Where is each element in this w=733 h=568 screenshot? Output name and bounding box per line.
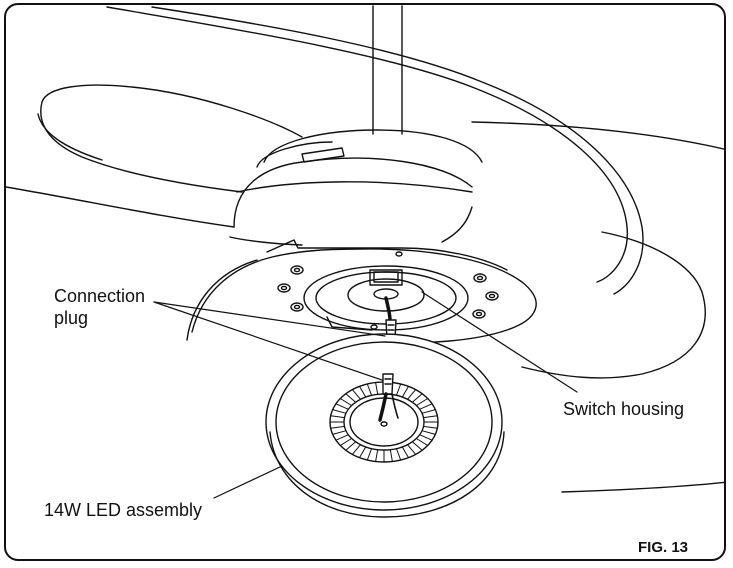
heatsink-fin	[351, 389, 361, 400]
led-heatsink-fins	[329, 381, 439, 463]
heatsink-fin	[359, 385, 367, 398]
led-assembly-label: 14W LED assembly	[44, 500, 203, 520]
motor-plate	[186, 239, 537, 344]
heatsink-fin	[401, 385, 409, 398]
heatsink-fin	[359, 446, 367, 459]
connection-plug-label-line2: plug	[54, 308, 89, 328]
heatsink-fin	[407, 444, 417, 455]
heatsink-fin	[407, 389, 417, 400]
fan-blade-left	[6, 84, 303, 228]
fan-illustration	[6, 5, 724, 518]
heatsink-fin	[401, 446, 409, 459]
figure-frame: Connection plug Switch housing 14W LED a…	[4, 3, 726, 561]
heatsink-fin	[332, 430, 347, 435]
heatsink-fin	[415, 438, 429, 446]
led-assembly-part	[265, 333, 505, 518]
heatsink-fin	[419, 403, 433, 410]
heatsink-fin	[339, 438, 353, 446]
heatsink-fin	[366, 448, 373, 461]
screw-holes	[277, 251, 499, 330]
heatsink-fin	[335, 403, 349, 410]
connection-plug-label-line1: Connection	[54, 286, 146, 306]
heatsink-fin	[423, 425, 438, 429]
heatsink-fin	[421, 430, 436, 435]
fan-blade-right	[471, 121, 724, 493]
heatsink-fin	[345, 393, 357, 403]
led-plug	[378, 373, 399, 422]
heatsink-fin	[345, 441, 357, 451]
heatsink-fin	[330, 415, 345, 419]
connection-plug-label: Connection plug	[54, 285, 145, 329]
heatsink-fin	[423, 415, 438, 419]
heatsink-fin	[351, 444, 361, 455]
heatsink-fin	[395, 448, 402, 461]
heatsink-fin	[339, 398, 353, 406]
heatsink-fin	[415, 398, 429, 406]
heatsink-fin	[411, 393, 423, 403]
heatsink-fin	[375, 382, 379, 395]
switch-housing-label: Switch housing	[563, 399, 685, 419]
heatsink-fin	[395, 383, 402, 396]
heatsink-fin	[335, 434, 349, 441]
heatsink-fin	[419, 434, 433, 441]
heatsink-fin	[366, 383, 373, 396]
motor-housing	[229, 129, 483, 246]
heatsink-fin	[330, 425, 345, 429]
heatsink-fin	[421, 409, 436, 414]
figure-number: FIG. 13	[638, 539, 689, 556]
fan-blade-top	[106, 6, 644, 295]
downrod	[372, 5, 403, 135]
heatsink-fin	[332, 409, 347, 414]
heatsink-fin	[389, 449, 393, 462]
heatsink-fin	[411, 441, 423, 451]
leader-lines	[153, 291, 578, 499]
heatsink-fin	[375, 449, 379, 462]
